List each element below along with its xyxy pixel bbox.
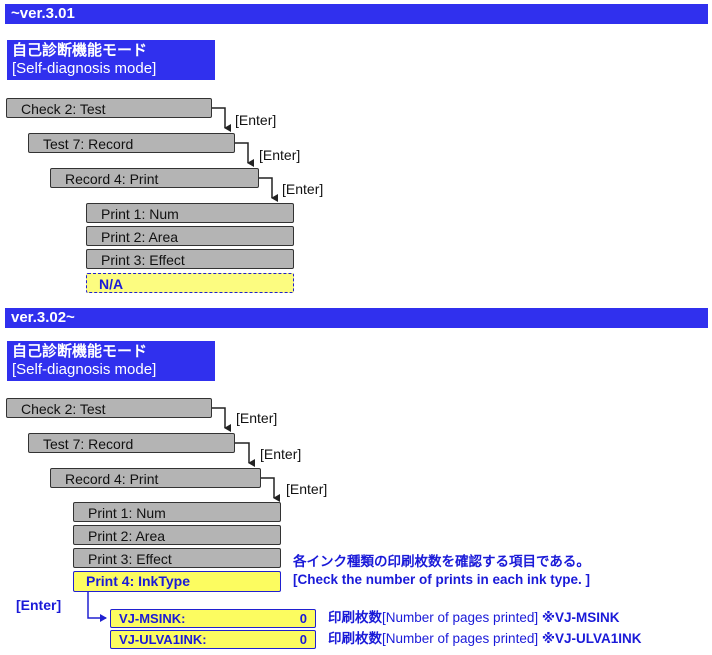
enter-label: [Enter] (282, 181, 324, 197)
arrow-to-test (212, 407, 231, 432)
sub-note-jp: 印刷枚数 (328, 610, 382, 625)
menu-record-print[interactable]: Record 4: Print (50, 468, 261, 488)
title-jp: 自己診断機能モード (12, 343, 148, 360)
title-en: [Self-diagnosis mode] (12, 361, 157, 378)
item-print-area[interactable]: Print 2: Area (73, 525, 281, 545)
inktype-note-en: [Check the number of prints in each ink … (293, 572, 591, 587)
arrow-to-print (259, 177, 278, 202)
sub-note-en: [Number of pages printed] (382, 610, 539, 625)
arrow-to-record (235, 142, 254, 167)
sub-note-ulva1ink: 印刷枚数[Number of pages printed] ※VJ-ULVA1I… (328, 630, 642, 648)
item-print-effect[interactable]: Print 3: Effect (86, 249, 294, 269)
title-en: [Self-diagnosis mode] (12, 60, 157, 77)
arrow-to-sub-items (87, 592, 107, 622)
inktype-note-jp: 各インク種類の印刷枚数を確認する項目である。 (293, 554, 590, 569)
sub-note-ref: ※VJ-ULVA1INK (541, 631, 642, 646)
enter-label: [Enter] (286, 481, 328, 497)
menu-record-print[interactable]: Record 4: Print (50, 168, 259, 188)
enter-label: [Enter] (236, 410, 278, 426)
sub-item-label: VJ-MSINK: (119, 611, 186, 626)
sub-item-msink[interactable]: VJ-MSINK: 0 (110, 609, 316, 628)
item-not-available: N/A (86, 273, 294, 293)
sub-item-value: 0 (299, 632, 307, 647)
enter-label: [Enter] (260, 446, 302, 462)
sub-item-ulva1ink[interactable]: VJ-ULVA1INK: 0 (110, 630, 316, 649)
menu-test-record[interactable]: Test 7: Record (28, 433, 235, 453)
arrow-to-record (235, 442, 255, 467)
sub-item-label: VJ-ULVA1INK: (119, 632, 207, 647)
item-print-area[interactable]: Print 2: Area (86, 226, 294, 246)
section-title-new: 自己診断機能モード [Self-diagnosis mode] (7, 341, 215, 381)
enter-label: [Enter] (259, 147, 301, 163)
title-jp: 自己診断機能モード (12, 42, 148, 59)
item-print-inktype[interactable]: Print 4: InkType (73, 571, 281, 592)
sub-note-jp: 印刷枚数 (328, 631, 382, 646)
arrow-to-test (212, 107, 231, 132)
enter-label: [Enter] (235, 112, 277, 128)
menu-check-test[interactable]: Check 2: Test (6, 398, 212, 418)
sub-note-msink: 印刷枚数[Number of pages printed] ※VJ-MSINK (328, 609, 620, 627)
item-print-num[interactable]: Print 1: Num (73, 502, 281, 522)
arrow-to-print (261, 477, 280, 502)
section-title-old: 自己診断機能モード [Self-diagnosis mode] (7, 40, 215, 80)
menu-test-record[interactable]: Test 7: Record (28, 133, 235, 153)
sub-note-en: [Number of pages printed] (382, 631, 539, 646)
version-bar-old: ~ver.3.01 (5, 4, 708, 24)
item-print-num[interactable]: Print 1: Num (86, 203, 294, 223)
menu-check-test[interactable]: Check 2: Test (6, 98, 212, 118)
sub-item-value: 0 (299, 611, 307, 626)
enter-label-blue: [Enter] (16, 597, 62, 613)
sub-note-ref: ※VJ-MSINK (541, 610, 620, 625)
item-print-effect[interactable]: Print 3: Effect (73, 548, 281, 568)
version-bar-new: ver.3.02~ (5, 308, 708, 328)
